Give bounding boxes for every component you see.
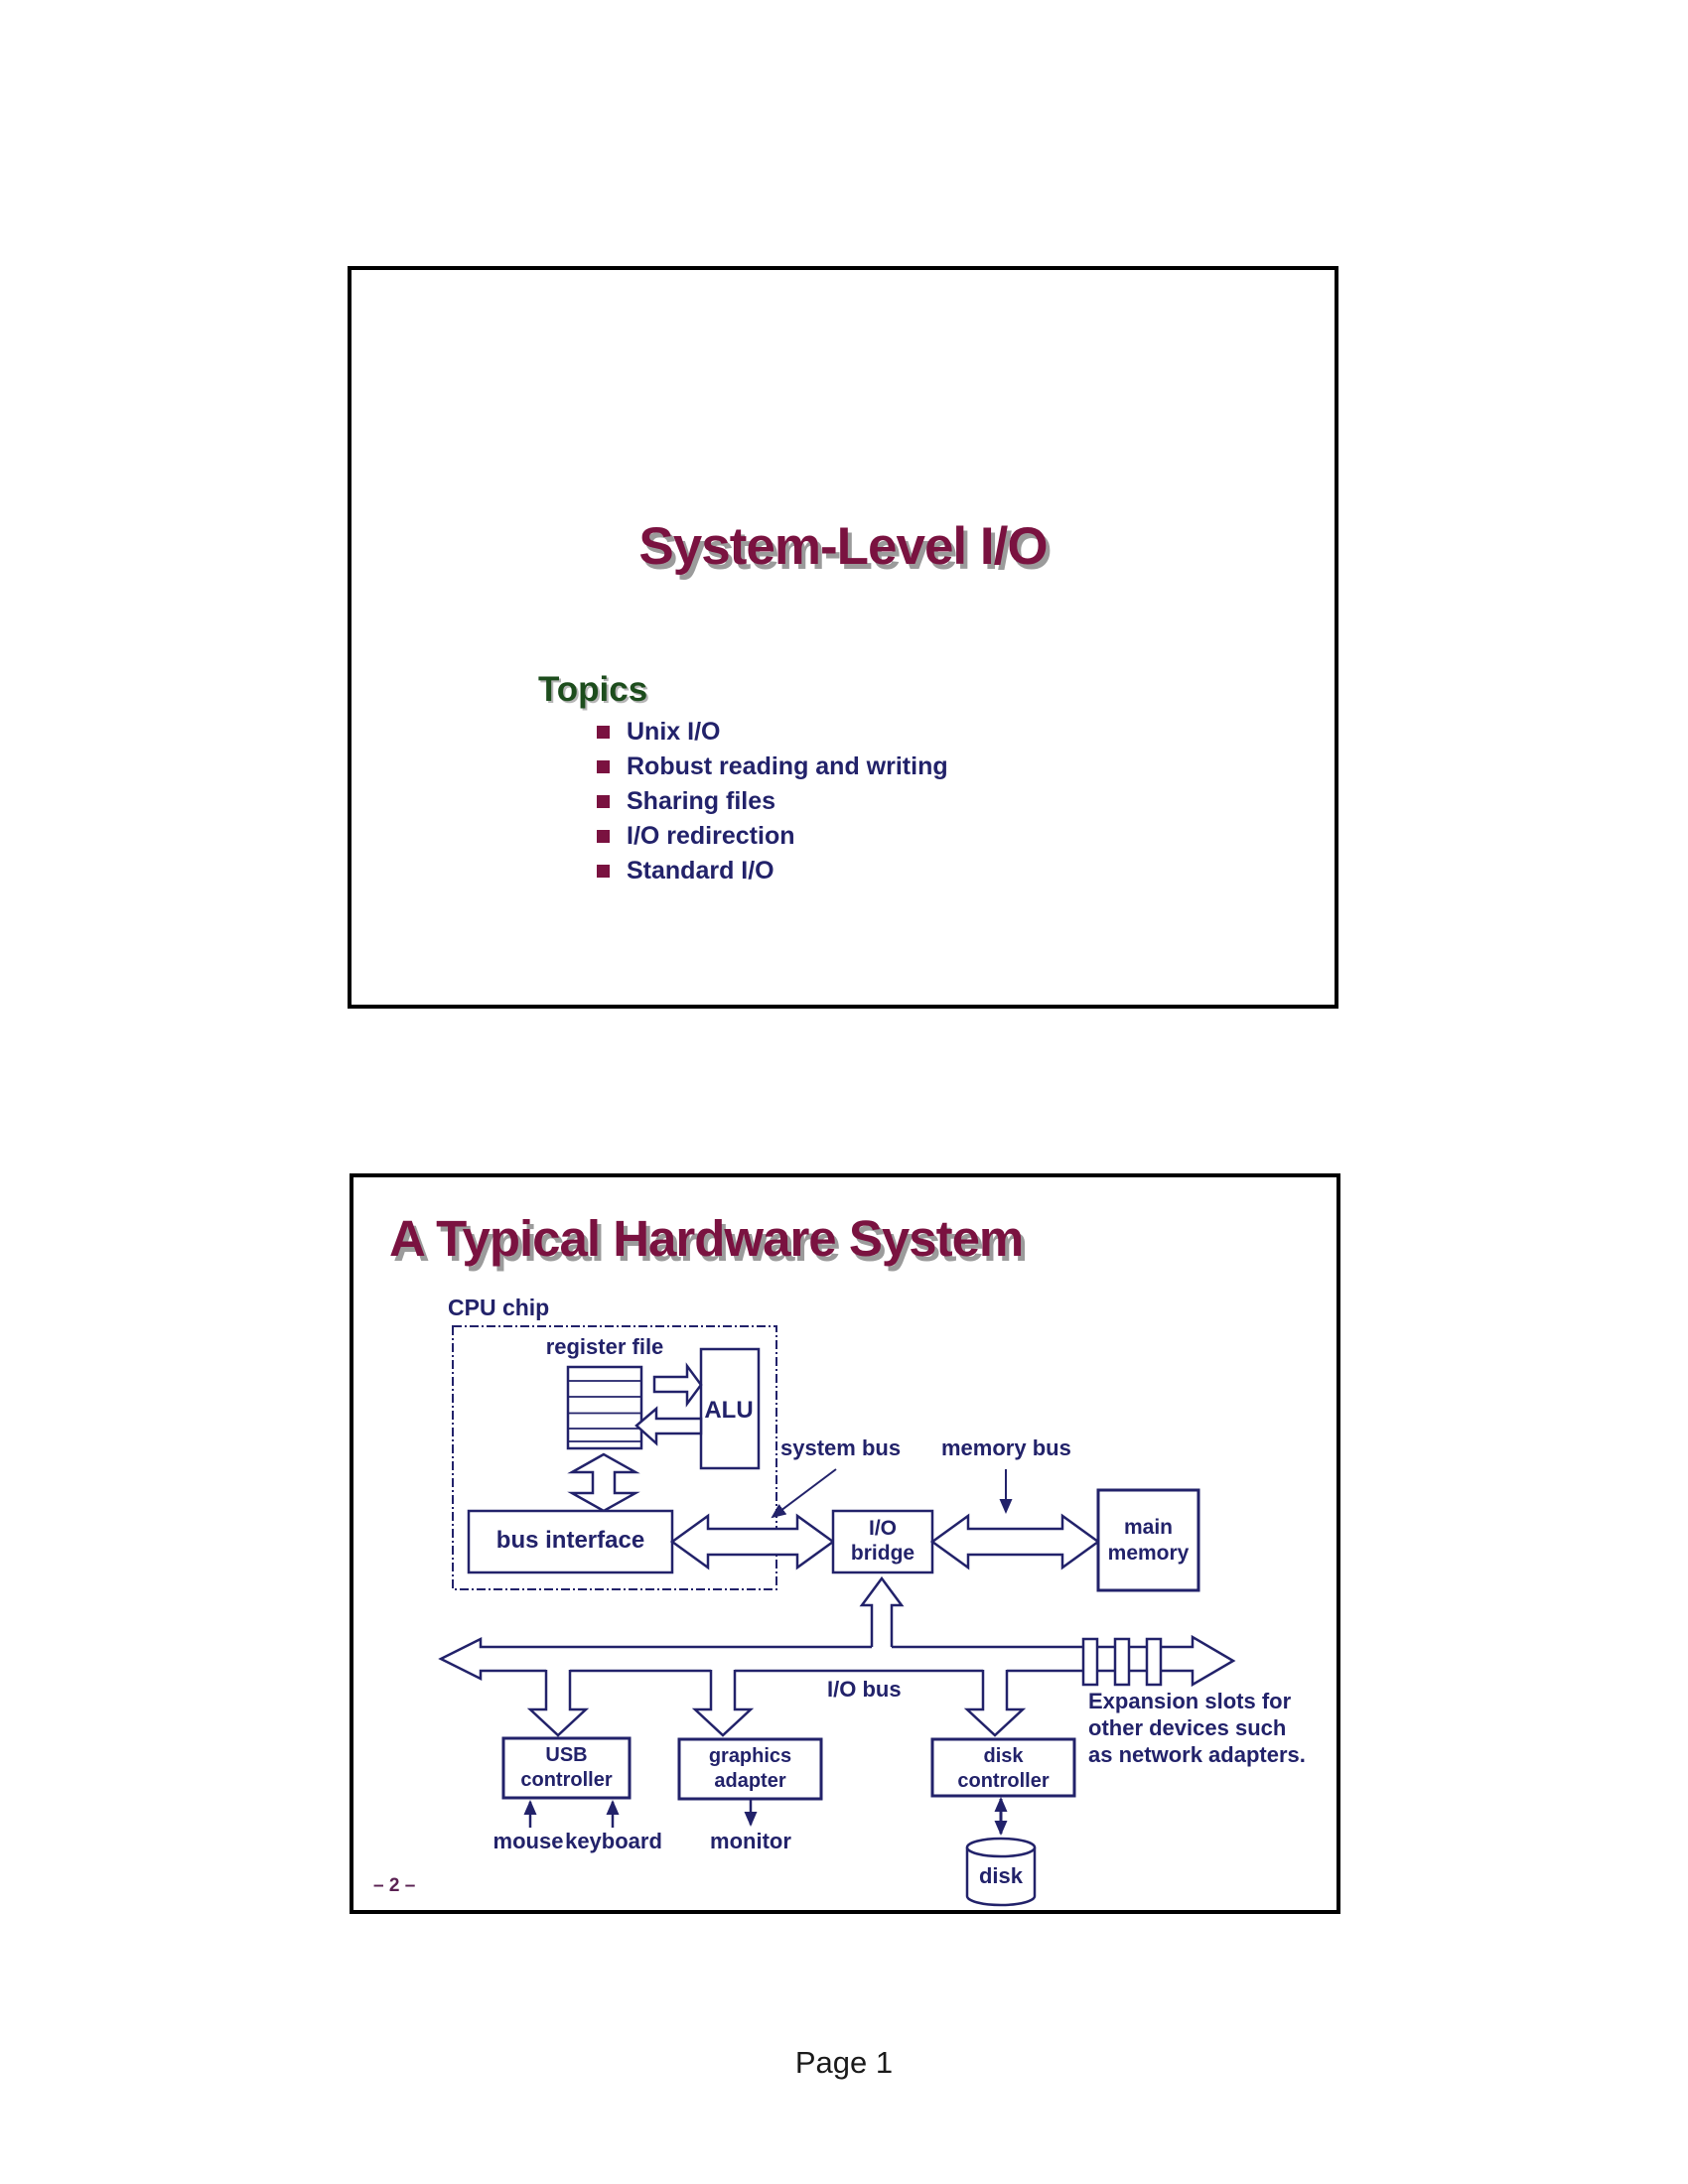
bullet-item: Robust reading and writing	[597, 752, 948, 780]
bullet-item: I/O redirection	[597, 822, 795, 850]
usb-controller-label: USB controller	[520, 1744, 613, 1791]
bullet-square-icon	[597, 726, 610, 739]
iobridge-iobus-connector	[859, 1575, 905, 1649]
io-bus-label: I/O bus	[827, 1677, 902, 1702]
bullet-label: I/O redirection	[627, 822, 795, 850]
graphics-branch-arrow	[691, 1669, 755, 1737]
io-bridge-label: I/O bridge	[850, 1517, 915, 1565]
bus-interface-box	[467, 1509, 674, 1574]
bullet-label: Sharing files	[627, 787, 776, 815]
disk-controller-label: disk controller	[957, 1745, 1050, 1792]
disk-cylinder	[965, 1837, 1037, 1907]
expansion-slots	[1081, 1637, 1163, 1687]
monitor-label: monitor	[710, 1829, 791, 1853]
usb-branch-arrow	[526, 1669, 590, 1737]
bullet-label: Standard I/O	[627, 857, 774, 885]
io-bridge-box	[831, 1509, 934, 1574]
bullet-item: Unix I/O	[597, 718, 721, 746]
regfile-to-alu-arrow	[652, 1362, 703, 1408]
slide2-title: A Typical Hardware System	[389, 1210, 1024, 1267]
graphics-adapter-label: graphics adapter	[708, 1745, 792, 1792]
main-memory-box	[1096, 1488, 1200, 1592]
cpu-chip-label: CPU chip	[448, 1295, 550, 1320]
alu-box	[699, 1347, 761, 1470]
bullet-label: Unix I/O	[627, 718, 721, 746]
page-footer: Page 1	[794, 2045, 894, 2080]
businterface-iobridge-arrow	[669, 1513, 836, 1570]
alu-to-regfile-arrow	[634, 1406, 703, 1446]
disk-branch-arrow	[963, 1669, 1027, 1737]
slide-1-title-slide: System-Level I/O Topics Unix I/O Robust …	[348, 266, 1338, 1009]
io-bus-arrow	[438, 1634, 1236, 1688]
system-bus-label: system bus	[780, 1435, 902, 1460]
cpu-chip-boundary	[452, 1325, 777, 1590]
bullet-square-icon	[597, 795, 610, 808]
slide1-title: System-Level I/O	[638, 517, 1048, 576]
main-memory-label: main memory	[1107, 1516, 1190, 1565]
system-bus-pointer-arrow	[771, 1468, 837, 1519]
slide-2-hardware-system: A Typical Hardware System CPU chip regis…	[350, 1173, 1340, 1914]
expansion-slots-note: Expansion slots for other devices such a…	[1088, 1689, 1306, 1767]
bullet-square-icon	[597, 865, 610, 878]
disk-controller-box	[930, 1737, 1076, 1798]
slide-number: – 2 –	[373, 1875, 416, 1896]
bus-interface-label: bus interface	[495, 1527, 645, 1554]
hardware-diagram-svg	[438, 1325, 1236, 1907]
graphics-adapter-box	[677, 1737, 823, 1801]
regfile-businterface-arrow	[567, 1452, 640, 1513]
bullet-item: Standard I/O	[597, 857, 774, 885]
memory-bus-label: memory bus	[941, 1435, 1071, 1460]
keyboard-label: keyboard	[565, 1829, 662, 1853]
iobridge-mainmemory-arrow	[929, 1513, 1101, 1570]
alu-label: ALU	[704, 1397, 754, 1424]
topics-heading: Topics	[538, 670, 648, 709]
bullet-item: Sharing files	[597, 787, 776, 815]
disk-label: disk	[978, 1863, 1024, 1888]
register-file-label: register file	[545, 1334, 664, 1359]
bullet-label: Robust reading and writing	[627, 752, 948, 780]
mouse-label: mouse	[492, 1829, 564, 1853]
bullet-square-icon	[597, 760, 610, 773]
bullet-square-icon	[597, 830, 610, 843]
register-file-box	[566, 1365, 643, 1450]
usb-controller-box	[501, 1736, 632, 1800]
